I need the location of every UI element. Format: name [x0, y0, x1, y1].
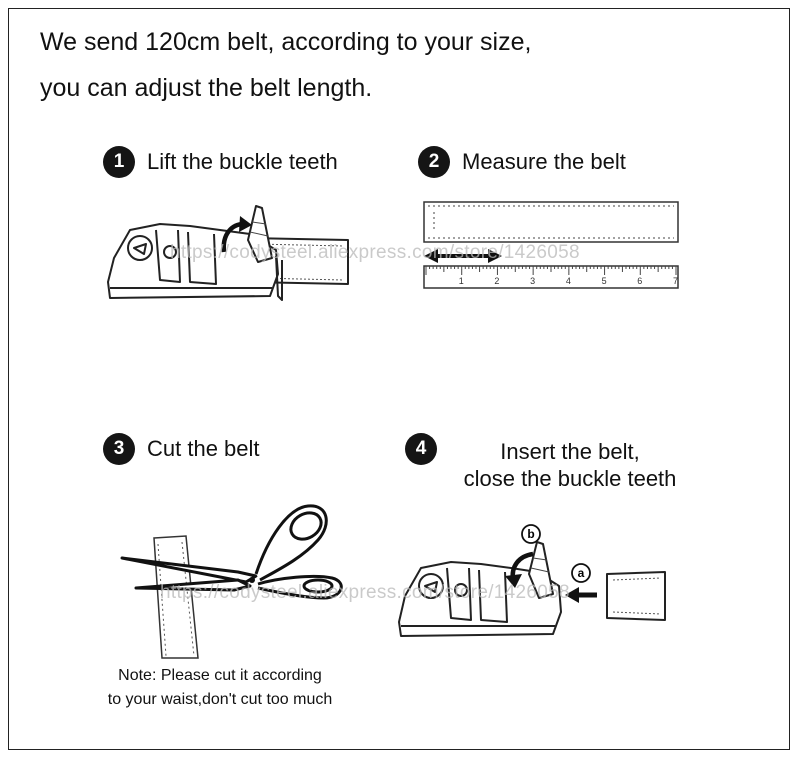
cut-note-line-1: Note: Please cut it according — [118, 667, 322, 684]
ruler-tick-label: 1 — [459, 276, 464, 286]
step-4-label-line-1: Insert the belt, — [500, 439, 640, 464]
instruction-frame — [8, 8, 790, 750]
step-4-label-line-2: close the buckle teeth — [463, 466, 677, 491]
double-arrow-icon — [424, 249, 502, 263]
step-2-badge: 2 — [418, 146, 450, 178]
left-arrow-icon — [565, 587, 597, 603]
buckle-lift-illustration — [107, 205, 349, 301]
step-4-heading: 4 — [405, 433, 449, 465]
ruler-tick-label: 7 — [673, 276, 678, 286]
ruler-tick-label: 3 — [530, 276, 535, 286]
ruler-tick-label: 5 — [602, 276, 607, 286]
ruler-tick-label: 2 — [494, 276, 499, 286]
step-2-heading: 2 Measure the belt — [418, 146, 626, 178]
cut-note-line-2: to your waist,don't cut too much — [107, 691, 333, 708]
step-2-label: Measure the belt — [462, 149, 626, 174]
measure-belt-illustration: 1 2 3 4 5 6 7 — [423, 201, 679, 289]
step-1-label: Lift the buckle teeth — [147, 149, 338, 174]
insert-belt-illustration: b a — [398, 524, 666, 637]
step-3-heading: 3 Cut the belt — [103, 433, 260, 465]
step-3-badge: 3 — [103, 433, 135, 465]
header-line-2: you can adjust the belt length. — [40, 74, 373, 102]
cut-note: Note: Please cut it according to your wa… — [80, 664, 360, 712]
step-1-badge: 1 — [103, 146, 135, 178]
callout-a-label: a — [578, 566, 585, 580]
ruler-tick-label: 4 — [566, 276, 571, 286]
scissors-icon — [120, 504, 343, 600]
cut-belt-illustration — [120, 504, 343, 659]
callout-b-label: b — [527, 527, 534, 541]
callout-b-circle — [521, 524, 541, 544]
step-4-label: Insert the belt, close the buckle teeth — [440, 438, 700, 492]
step-3-label: Cut the belt — [147, 436, 260, 461]
callout-a-circle — [571, 563, 591, 583]
ruler-tick-label: 6 — [637, 276, 642, 286]
step-4-badge: 4 — [405, 433, 437, 465]
step-1-heading: 1 Lift the buckle teeth — [103, 146, 338, 178]
header-line-1: We send 120cm belt, according to your si… — [40, 28, 532, 56]
